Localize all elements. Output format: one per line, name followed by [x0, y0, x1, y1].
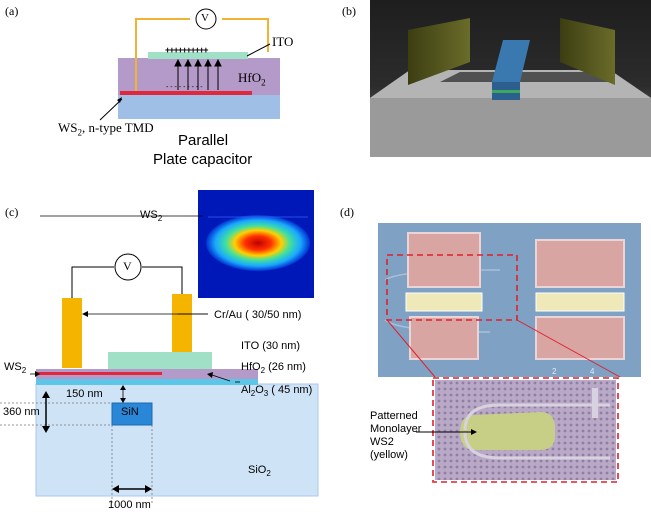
panel-c-diagram — [0, 190, 319, 503]
height-label: 360 nm — [3, 406, 40, 418]
waveguide-top — [492, 40, 530, 82]
panel-b-tag: (b) — [342, 4, 356, 18]
caption-line-2: Plate capacitor — [153, 151, 253, 168]
strip-left — [405, 292, 483, 312]
electrode-label: Cr/Au ( 30/50 nm) — [214, 309, 302, 321]
width-label: 1000 nm — [108, 499, 151, 511]
panel-c: (c) WS2 V Cr/Au ( 30/50 nm) ITO (30 nm) … — [0, 185, 340, 520]
inset-label-1: Patterned — [370, 410, 418, 422]
pad-top-right — [535, 239, 625, 288]
al2o3-layer — [36, 379, 258, 385]
voltmeter-label: V — [123, 259, 132, 273]
circuit-wire-left — [71, 266, 114, 298]
negative-charges: - - - - - - - - - — [166, 84, 203, 91]
ito-label: ITO — [272, 34, 294, 49]
caption-line-1: Parallel — [178, 132, 229, 149]
positive-charges: ++++++++++ — [165, 45, 209, 55]
sin-label: SiN — [121, 406, 139, 418]
render-3d — [370, 0, 651, 157]
ws2-label: WS2, n-type TMD — [58, 120, 154, 138]
pad-bottom-left — [409, 316, 479, 360]
pad-top-left — [407, 232, 481, 288]
al2o3-label: Al2O3 ( 45 nm) — [241, 384, 313, 399]
hfo2-label: HfO2 — [238, 70, 266, 88]
panel-a: (a) V ++++++++++ - - - - - - - - - ITO H… — [0, 0, 330, 180]
voltmeter — [195, 8, 217, 30]
region-box — [386, 254, 518, 321]
right-electrode — [560, 18, 615, 85]
inset-label-4: (yellow) — [370, 449, 408, 461]
sio2-label: SiO2 — [248, 464, 271, 479]
ito-layer — [148, 52, 248, 59]
voltmeter-label: V — [201, 12, 209, 24]
wire-right — [222, 18, 269, 52]
ito-pointer — [246, 43, 271, 57]
mark-4: 4 — [590, 367, 595, 376]
ito-layer — [108, 352, 212, 369]
electrode-right — [172, 294, 192, 352]
field-arrows — [174, 58, 222, 90]
gap-label: 150 nm — [66, 388, 103, 400]
substrate-layer — [118, 93, 280, 119]
left-electrode — [408, 18, 470, 85]
panel-a-diagram — [99, 8, 280, 121]
panel-b: (b) — [342, 0, 651, 157]
panel-a-tag: (a) — [5, 4, 19, 18]
pad-bottom-right — [535, 316, 625, 360]
mode-ws2-label: WS2 — [140, 209, 163, 224]
ws2-layer — [120, 91, 252, 95]
voltmeter — [114, 253, 142, 281]
panel-d: (d) 2 4 Patterned Monolayer WS2 (yellow) — [340, 200, 651, 520]
ws2-pointer — [99, 98, 123, 121]
panel-d-tag: (d) — [340, 205, 354, 219]
circuit-wire-right — [142, 266, 183, 294]
ito-label: ITO (30 nm) — [241, 340, 301, 352]
ws2-layer — [36, 372, 162, 375]
inset-label-3: WS2 — [370, 436, 394, 448]
inset-label-2: Monolayer — [370, 423, 422, 435]
micrograph — [378, 223, 641, 483]
panel-c-tag: (c) — [5, 205, 19, 219]
sio2-cladding — [35, 383, 319, 497]
ws2-side-label: WS2 — [4, 361, 27, 376]
mark-2: 2 — [552, 367, 557, 376]
electrode-left — [62, 298, 82, 368]
inset-box — [432, 377, 619, 483]
wire-left — [135, 18, 190, 91]
strip-right — [535, 292, 625, 312]
sin-waveguide — [111, 402, 153, 426]
hfo2-label: HfO2 (26 nm) — [241, 361, 306, 376]
